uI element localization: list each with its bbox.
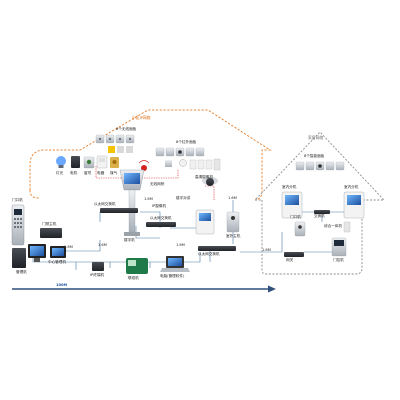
speed-label-6: 1.6M bbox=[228, 196, 237, 200]
indoor-unit-2-label: 室内分机 bbox=[344, 185, 359, 189]
gas-valve-icon bbox=[110, 157, 119, 168]
home-zone-outline bbox=[253, 131, 386, 275]
wireless-bridge-label: 无线网桥 bbox=[150, 182, 165, 186]
motor-icon bbox=[71, 156, 80, 168]
home-zone-label: 家居网络 bbox=[308, 135, 324, 140]
repeater-icon bbox=[331, 237, 347, 257]
ip-camera-label: IP摄像机 bbox=[152, 204, 167, 208]
kiosk-label: 楼宇机 bbox=[124, 238, 135, 242]
motor-label: 电机 bbox=[70, 171, 78, 175]
speed-label-4: 1.6M bbox=[176, 243, 185, 247]
main-bus-arrowhead bbox=[268, 285, 276, 293]
community-zone-outline bbox=[29, 109, 272, 201]
ethernet-switch-bottom bbox=[198, 246, 236, 251]
small-switch-icon bbox=[314, 210, 330, 214]
camera-label: 高清摄像机 bbox=[195, 175, 213, 179]
ip-terminal-icon bbox=[92, 262, 104, 271]
repeater-label: 门控机 bbox=[333, 258, 344, 262]
indoor-unit-1-icon bbox=[281, 191, 303, 219]
ethernet-switch-mid bbox=[146, 222, 176, 227]
gateway-icon bbox=[284, 252, 304, 257]
comb-switch-icon bbox=[343, 221, 351, 233]
switch-mid-label: 以太网交换机 bbox=[150, 216, 172, 220]
comb-switch-label: 综合一体机 bbox=[324, 224, 342, 228]
center-manager-icon bbox=[50, 246, 66, 258]
bus-speed-label: 100M bbox=[56, 283, 68, 287]
outdoor-station-label: 室外主机 bbox=[226, 234, 241, 238]
lights-icon bbox=[56, 156, 66, 168]
speed-label-2: 1.6M bbox=[98, 243, 107, 247]
sensor-cluster bbox=[165, 158, 221, 171]
center-manager-label: 中心管理机 bbox=[48, 260, 66, 264]
wireless-panels bbox=[95, 134, 135, 144]
villa-panels-label: 8个智能面板 bbox=[304, 154, 325, 158]
management-pc-icon bbox=[12, 244, 46, 268]
community-zone-label: 小区IP网络 bbox=[132, 115, 151, 120]
door-station-left-icon bbox=[11, 204, 25, 246]
small-panels-top bbox=[108, 146, 133, 153]
door-phone-icon bbox=[195, 209, 215, 235]
indoor-unit-1-label: 室内分机 bbox=[282, 185, 297, 189]
access-box-icon bbox=[40, 228, 62, 238]
outdoor-station-icon bbox=[226, 211, 240, 233]
curtain-icon bbox=[83, 156, 95, 169]
villa-panels bbox=[295, 161, 345, 171]
switch-bottom-label: 以太网交换机 bbox=[198, 252, 220, 256]
pc-label: 管理机 bbox=[16, 270, 27, 274]
door-station-left-label: 门口机 bbox=[12, 198, 23, 202]
intercom-label: 联络机 bbox=[128, 276, 139, 280]
connection-lines bbox=[32, 200, 352, 270]
lights-label: 灯光 bbox=[56, 171, 64, 175]
ethernet-switch-left bbox=[100, 208, 138, 213]
gateway-label: 网关 bbox=[286, 258, 294, 262]
kiosk-terminal-icon bbox=[119, 169, 145, 236]
curtain-label: 窗帘 bbox=[84, 171, 92, 175]
laptop-label: 电脑(管理软件) bbox=[160, 274, 185, 278]
appliance-icon bbox=[96, 155, 108, 169]
appliance-label: 电器 bbox=[97, 171, 105, 175]
ip-terminal-label: IP终端机 bbox=[90, 273, 105, 277]
laptop-icon bbox=[160, 256, 190, 272]
community-zone-bottom bbox=[29, 189, 40, 199]
sensor-panels-label: 8个红外面板 bbox=[176, 140, 197, 144]
indoor-unit-2-icon bbox=[343, 191, 365, 219]
speed-label-1: 1.6M bbox=[144, 197, 153, 201]
villa-door-icon bbox=[294, 221, 306, 237]
sensor-panels bbox=[155, 147, 205, 157]
dome-camera-icon bbox=[202, 177, 218, 186]
access-box-label: 门禁主机 bbox=[42, 222, 57, 226]
door-phone-label: 楼宇对讲 bbox=[176, 196, 191, 200]
speed-label-5: 1.6M bbox=[262, 248, 271, 252]
wireless-panels-label: 8个无线面板 bbox=[116, 127, 137, 131]
villa-door-label: 门口机 bbox=[290, 215, 301, 219]
gas-label: 煤气 bbox=[110, 171, 118, 175]
small-switch-label: 交换机 bbox=[314, 214, 325, 218]
wireless-icon bbox=[138, 160, 150, 171]
intercom-icon bbox=[126, 258, 148, 274]
switch-top-label: 以太网交换机 bbox=[94, 202, 116, 206]
speed-label-3: 1.6M bbox=[64, 245, 73, 249]
